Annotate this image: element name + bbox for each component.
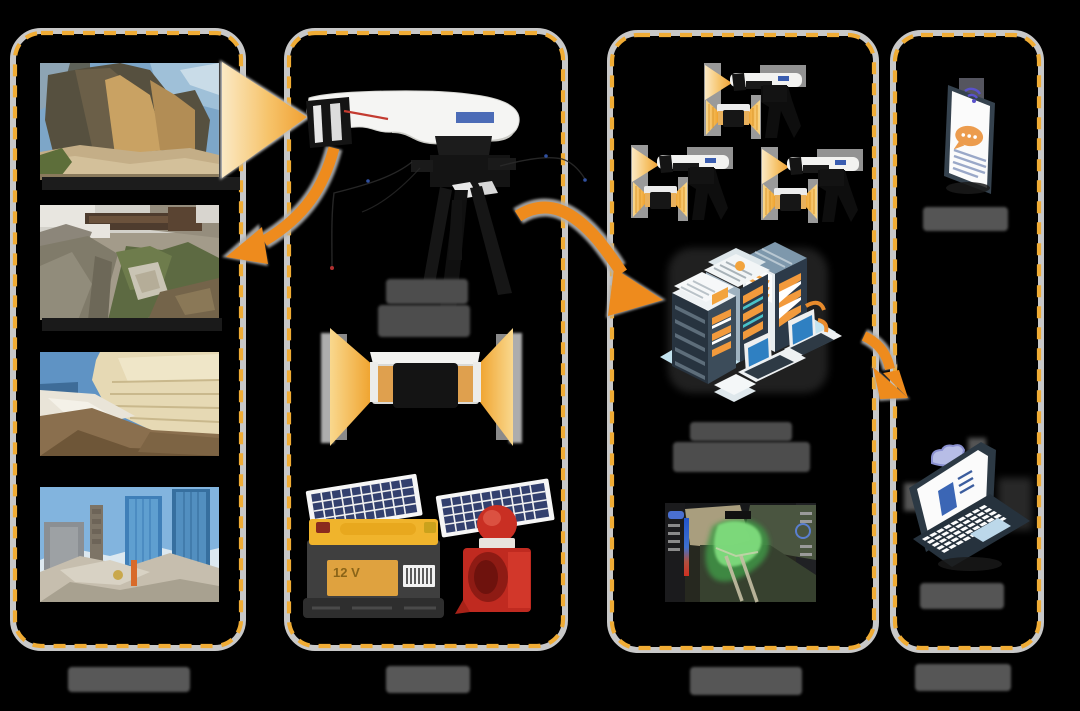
svg-text:12 V: 12 V (333, 565, 360, 580)
